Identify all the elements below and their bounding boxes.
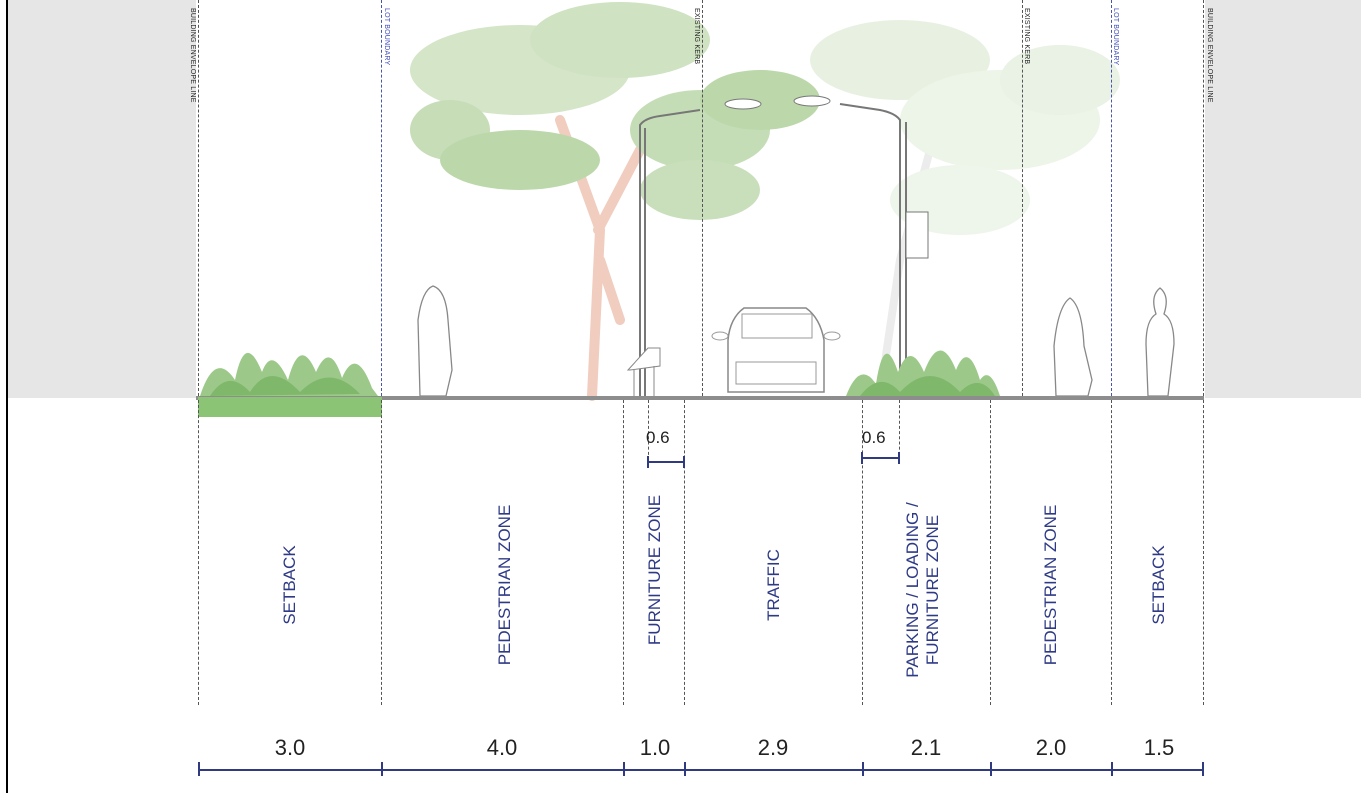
zone-divider [648,400,649,460]
ground-line [196,396,1204,400]
zone-label-furniture: FURNITURE ZONE [645,494,664,646]
zone-divider [198,400,199,705]
zone-label-setback: SETBACK [1149,545,1168,625]
zone-label-setback: SETBACK [280,545,299,625]
zone-label-pedestrian: PEDESTRIAN ZONE [495,504,514,666]
setback-grass-strip [198,397,382,417]
kerb-line-left [702,0,703,396]
frame-border [6,0,8,793]
dimension-tick [684,762,686,776]
zone-width-value: 1.5 [1143,735,1175,760]
zone-width-value: 1.0 [639,735,671,760]
shrubs-setback-icon [200,352,378,396]
tree-large-icon [410,2,820,401]
zone-label-traffic: TRAFFIC [764,549,783,621]
dimension-tick [623,762,625,776]
kerb-line-right [1022,0,1023,396]
dimension-tick [1202,762,1204,776]
zone-width-value: 3.0 [274,735,306,760]
dimension-tick [862,762,864,776]
building-envelope-line-right [1203,0,1204,396]
zone-width-value: 2.1 [910,735,942,760]
building-right [1205,0,1361,398]
lot-boundary-line-right [1111,0,1112,396]
dimension-tick [381,762,383,776]
zone-divider [1111,400,1112,705]
small-dimension-label: 0.6 [862,428,886,447]
zone-divider [862,400,863,705]
bench-icon [626,347,661,396]
pedestrian-figure-icon [417,285,1175,397]
zone-divider [990,400,991,705]
zone-divider [1203,400,1204,705]
shrubs-furniture-zone-icon [846,350,1000,396]
dimension-tick [198,762,200,776]
dimension-line [198,769,1204,771]
zone-divider [899,400,900,460]
small-dimension-label: 0.6 [646,428,670,447]
zone-label-pedestrian: PEDESTRIAN ZONE [1041,504,1060,666]
zone-divider [381,400,382,705]
building-left [8,0,196,398]
zone-width-value: 2.9 [757,735,789,760]
street-light-right-icon [793,95,929,396]
zone-width-value: 2.0 [1035,735,1067,760]
dimension-tick [990,762,992,776]
lot-boundary-line-left [381,0,382,396]
building-envelope-line-left [198,0,199,396]
car-icon [711,307,841,393]
zone-divider [623,400,624,705]
dimension-tick [1111,762,1113,776]
zone-label-parking: PARKING / LOADING / FURNITURE ZONE [903,502,942,678]
zone-width-value: 4.0 [486,735,518,760]
zone-divider [684,400,685,705]
